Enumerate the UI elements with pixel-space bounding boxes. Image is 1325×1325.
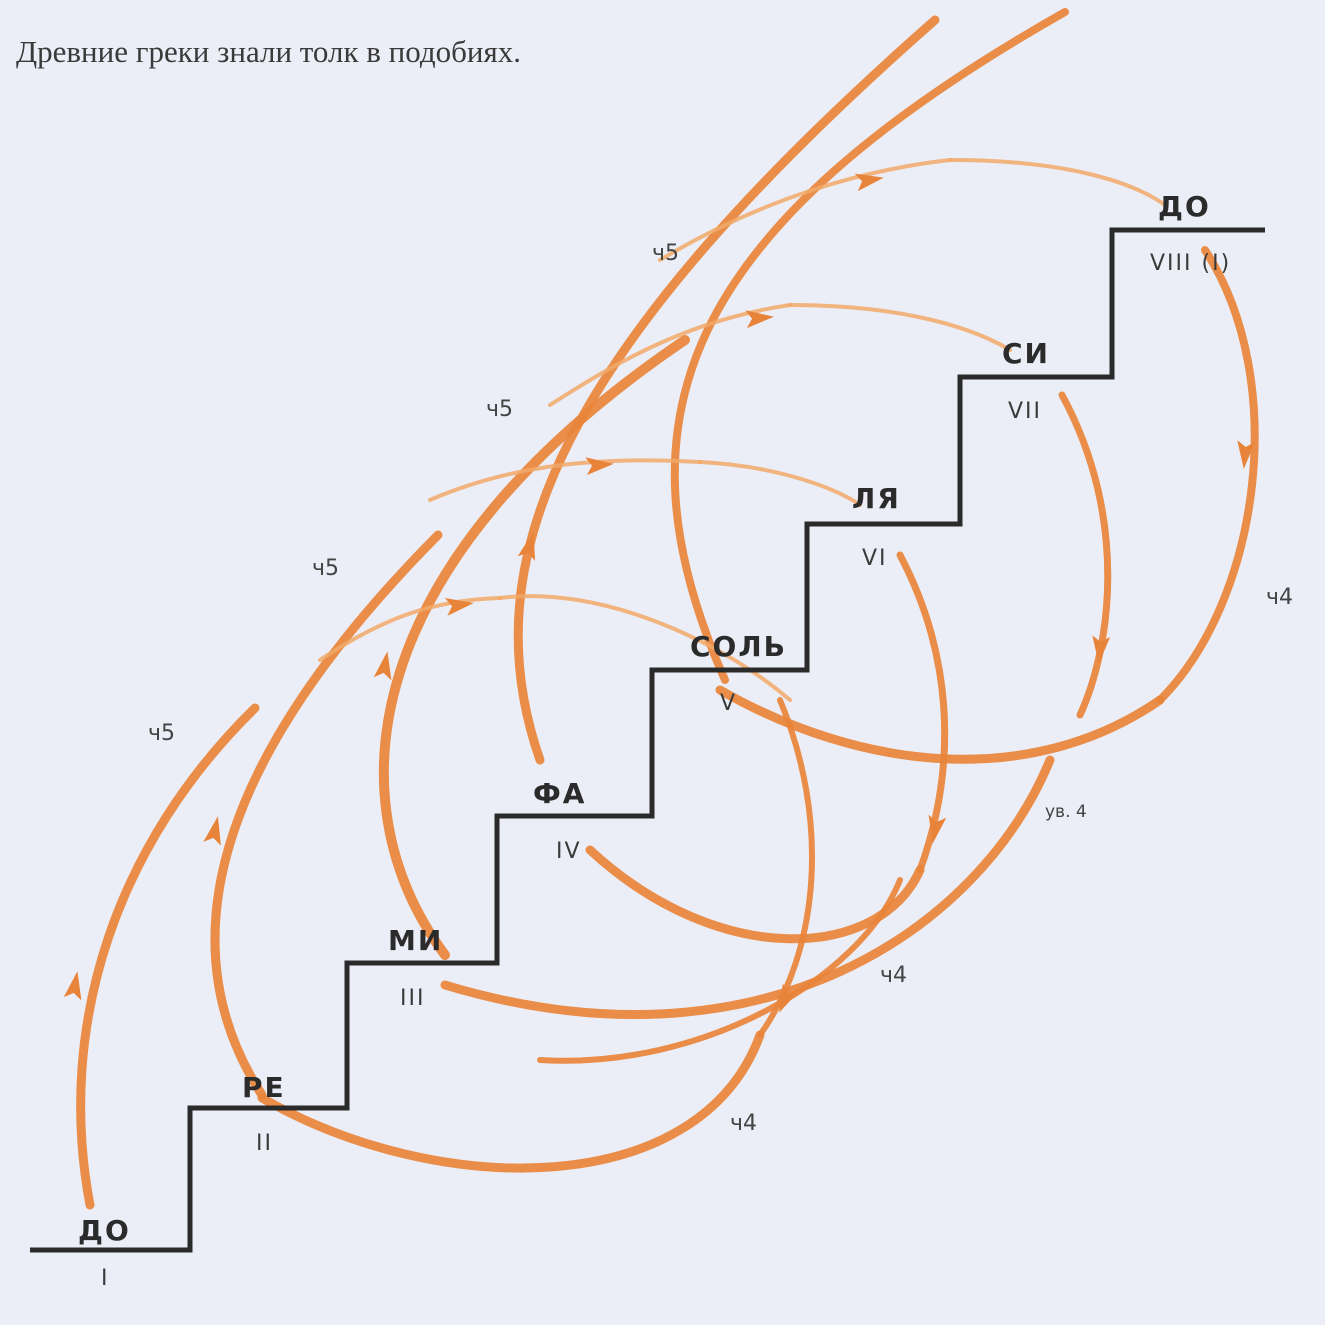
arrowhead-icon — [444, 598, 474, 616]
note-label: ДО — [78, 1214, 131, 1247]
interval-arc — [1058, 391, 1112, 719]
note-label: ДО — [1158, 190, 1211, 223]
note-label: ЛЯ — [852, 482, 901, 515]
arrowhead-icon — [63, 971, 82, 1001]
arrowhead-icon — [745, 310, 774, 329]
interval-arc — [537, 877, 903, 1064]
degree-label: V — [720, 691, 737, 716]
interval-arc — [513, 15, 940, 765]
interval-arc — [318, 596, 502, 662]
fifth-label: ч5 — [486, 397, 513, 422]
note-label: ФА — [533, 777, 586, 810]
page-title: Древние греки знали толк в подобиях. — [16, 34, 522, 69]
interval-arc — [670, 8, 1069, 684]
interval-arc — [658, 158, 952, 262]
fifth-label: ч5 — [148, 721, 175, 746]
interval-arc — [548, 303, 792, 407]
degree-label: III — [400, 986, 425, 1011]
interval-arc — [257, 1030, 765, 1173]
interval-arc — [585, 845, 925, 944]
degree-label: II — [256, 1131, 273, 1156]
arrowhead-icon — [1092, 635, 1111, 664]
interval-arc — [378, 335, 690, 960]
interval-arc — [76, 703, 260, 1210]
note-label: СОЛЬ — [690, 630, 787, 663]
interval-arc — [440, 755, 1055, 1020]
interval-arc — [428, 458, 702, 502]
interval-arc — [788, 303, 1012, 352]
interval-labels: ч5 ч5 ч5 ч5 ч4 ув. 4 ч4 ч4 — [148, 241, 1293, 1136]
arrowhead-icon — [203, 816, 221, 846]
fifth-label: ч5 — [652, 241, 679, 266]
arrowhead-icon — [1237, 440, 1256, 469]
note-label: РЕ — [242, 1071, 286, 1104]
interval-arc — [698, 460, 862, 507]
note-label: СИ — [1002, 337, 1050, 370]
interval-arc — [210, 530, 443, 1100]
degree-label: VIII (I) — [1150, 251, 1231, 276]
fifth-label: ч5 — [312, 556, 339, 581]
fourth-label: ув. 4 — [1045, 802, 1087, 822]
fourth-label: ч4 — [730, 1111, 757, 1136]
staircase — [30, 227, 1265, 1253]
fourth-label: ч4 — [1266, 585, 1293, 610]
degree-label: VI — [862, 546, 888, 571]
arrowhead-icon — [854, 173, 884, 192]
arrowhead-icon — [517, 531, 536, 561]
fourth-label: ч4 — [880, 963, 907, 988]
arrowhead-icon — [928, 814, 947, 844]
interval-arc — [1156, 246, 1259, 704]
degree-label: IV — [556, 839, 582, 864]
arrowhead-icon — [779, 983, 800, 1013]
step-labels: ДО I РЕ II МИ III ФА IV СОЛЬ V ЛЯ VI СИ … — [78, 190, 1231, 1291]
arrowhead-icon — [373, 651, 392, 681]
interval-arc — [498, 594, 792, 702]
interval-arc — [948, 158, 1167, 207]
interval-arcs — [63, 8, 1259, 1210]
degree-label: I — [101, 1266, 110, 1291]
degree-label: VII — [1008, 399, 1042, 424]
arrowhead-icon — [585, 457, 614, 476]
note-label: МИ — [388, 924, 443, 957]
